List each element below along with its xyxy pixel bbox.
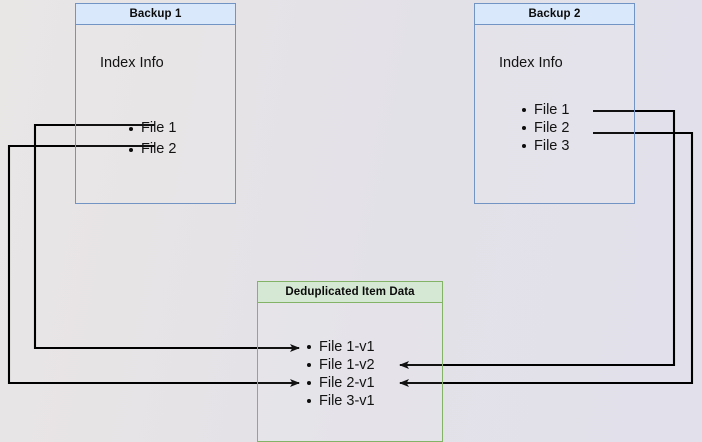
- node-backup-1-title: Backup 1: [75, 3, 236, 25]
- node-backup-2[interactable]: Backup 2 Index Info File 1 File 2 File 3: [474, 3, 635, 204]
- list-item[interactable]: File 1: [128, 118, 176, 139]
- backup-2-file-list: File 1 File 2 File 3: [521, 101, 569, 155]
- node-dedup-title: Deduplicated Item Data: [257, 281, 443, 303]
- node-backup-2-title: Backup 2: [474, 3, 635, 25]
- node-dedup-body: File 1-v1 File 1-v2 File 2-v1 File 3-v1: [257, 303, 443, 442]
- list-item[interactable]: File 1-v2: [306, 356, 375, 374]
- node-backup-2-body: Index Info File 1 File 2 File 3: [474, 25, 635, 204]
- backup-1-file-list: File 1 File 2: [128, 118, 176, 160]
- backup-2-index-info-label: Index Info: [499, 55, 563, 71]
- list-item[interactable]: File 1: [521, 101, 569, 119]
- list-item[interactable]: File 2-v1: [306, 374, 375, 392]
- list-item[interactable]: File 2: [128, 139, 176, 160]
- backup-1-index-info-label: Index Info: [100, 55, 164, 71]
- node-backup-1[interactable]: Backup 1 Index Info File 1 File 2: [75, 3, 236, 204]
- list-item[interactable]: File 3-v1: [306, 392, 375, 410]
- list-item[interactable]: File 3: [521, 137, 569, 155]
- list-item[interactable]: File 1-v1: [306, 338, 375, 356]
- dedup-file-list: File 1-v1 File 1-v2 File 2-v1 File 3-v1: [306, 338, 375, 410]
- node-deduplicated-item-data[interactable]: Deduplicated Item Data File 1-v1 File 1-…: [257, 281, 443, 442]
- list-item[interactable]: File 2: [521, 119, 569, 137]
- node-backup-1-body: Index Info File 1 File 2: [75, 25, 236, 204]
